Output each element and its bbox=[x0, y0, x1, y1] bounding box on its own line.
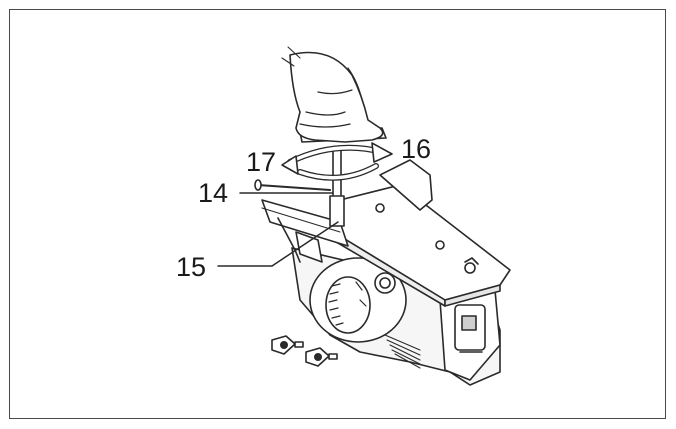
callout-16: 16 bbox=[401, 134, 431, 164]
callout-15: 15 bbox=[176, 252, 206, 282]
rotation-arrow bbox=[281, 142, 393, 181]
callout-17: 17 bbox=[246, 147, 276, 177]
leader-lines bbox=[217, 192, 339, 267]
planer-machine bbox=[254, 159, 511, 386]
callout-14: 14 bbox=[198, 178, 228, 208]
screw bbox=[271, 335, 338, 367]
hand-illustration bbox=[281, 46, 384, 143]
leader-line-15-diag bbox=[271, 221, 339, 267]
